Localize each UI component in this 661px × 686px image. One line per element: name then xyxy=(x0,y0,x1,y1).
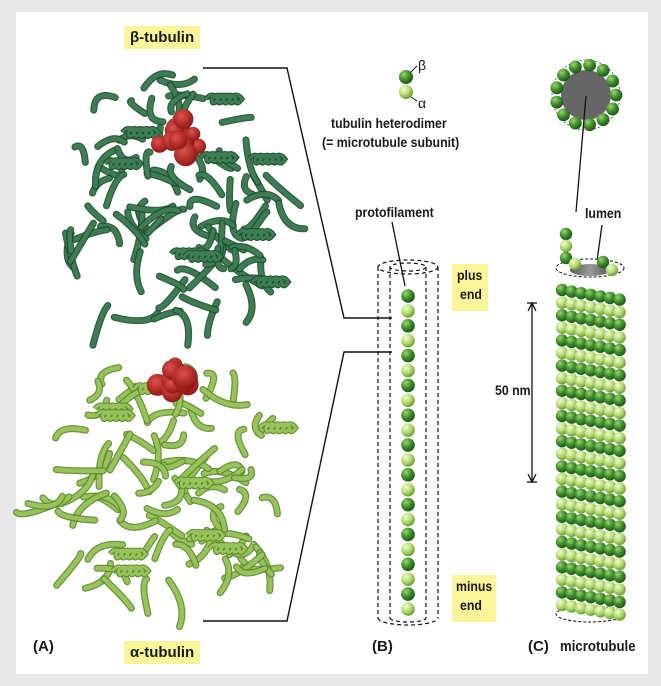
microtubule-alpha-bead xyxy=(613,457,625,469)
cross-section-bead xyxy=(550,96,563,109)
microtubule-alpha-bead xyxy=(613,482,625,494)
microtubule-alpha-bead xyxy=(613,608,625,620)
protofilament-alpha-bead xyxy=(401,334,415,348)
protofilament-alpha-bead xyxy=(401,453,415,467)
microtubule-alpha-bead xyxy=(606,264,618,276)
microtubule-alpha-bead xyxy=(560,240,572,252)
cross-section-bead xyxy=(569,61,582,74)
microtubule-beta-bead xyxy=(613,369,625,381)
protofilament-beta-bead xyxy=(401,468,415,482)
microtubule-side-view xyxy=(556,228,626,622)
panel-c-label: (C) xyxy=(528,638,549,655)
microtubule-alpha-bead xyxy=(613,508,625,520)
protofilament-alpha-bead xyxy=(401,304,415,318)
protofilament-beta-bead xyxy=(401,379,415,393)
microtubule-beta-bead xyxy=(613,293,625,305)
protofilament-alpha-bead xyxy=(401,543,415,557)
microtubule-beta-bead xyxy=(613,344,625,356)
microtubule-alpha-bead xyxy=(613,558,625,570)
protofilament-beta-bead xyxy=(401,289,415,303)
microtubule-beta-bead xyxy=(613,445,625,457)
panel-a-label: (A) xyxy=(33,638,54,655)
heterodimer-legend xyxy=(399,66,417,101)
protofilament-alpha-bead xyxy=(401,394,415,408)
microtubule-alpha-bead xyxy=(613,533,625,545)
cross-section-bead xyxy=(606,75,619,88)
cross-section-bead xyxy=(557,69,570,82)
protofilament-alpha-bead xyxy=(401,602,415,616)
scale-bar-label: 50 nm xyxy=(495,382,531,398)
beta-tubulin-label: β-tubulin xyxy=(124,26,200,49)
connector-lines xyxy=(203,68,392,621)
alpha-tubulin-label: α-tubulin xyxy=(124,641,200,664)
heterodimer-title: tubulin heterodimer xyxy=(331,115,447,131)
protofilament-beta-bead xyxy=(401,498,415,512)
protofilament-beta-bead xyxy=(401,408,415,422)
lumen-label: lumen xyxy=(585,205,621,221)
panel-b-label: (B) xyxy=(372,638,393,655)
microtubule-beta-bead xyxy=(613,319,625,331)
microtubule-beta-bead xyxy=(613,596,625,608)
microtubule-beta-bead xyxy=(613,571,625,583)
microtubule-alpha-bead xyxy=(613,356,625,368)
cross-section-bead xyxy=(597,64,610,77)
microtubule-beta-bead xyxy=(613,520,625,532)
microtubule-alpha-bead xyxy=(613,382,625,394)
heterodimer-subtitle: (= microtubule subunit) xyxy=(322,134,459,150)
protofilament-beta-bead xyxy=(401,528,415,542)
cross-section-bead xyxy=(597,113,610,126)
alpha-symbol: α xyxy=(418,95,426,111)
cross-section-bead xyxy=(610,89,623,102)
microtubule-cross-section xyxy=(550,59,622,131)
microtubule-alpha-bead xyxy=(569,258,581,270)
protofilament-alpha-bead xyxy=(401,423,415,437)
protofilament-beta-bead xyxy=(401,319,415,333)
microtubule-alpha-bead xyxy=(613,407,625,419)
protofilament-alpha-bead xyxy=(401,364,415,378)
cross-section-bead xyxy=(550,81,563,94)
beta-subunit-legend-bead xyxy=(399,70,413,84)
microtubule-beta-bead xyxy=(613,495,625,507)
alpha-subunit-legend-bead xyxy=(399,85,413,99)
cross-section-bead xyxy=(557,108,570,121)
microtubule-beta-bead xyxy=(613,545,625,557)
microtubule-beta-bead xyxy=(613,470,625,482)
protofilament-alpha-bead xyxy=(401,572,415,586)
minus-end-line1: minus xyxy=(456,578,492,594)
plus-end-line2: end xyxy=(460,286,482,302)
protofilament-beta-bead xyxy=(401,557,415,571)
microtubule-label: microtubule xyxy=(560,638,636,655)
protofilament-beads xyxy=(401,289,415,616)
microtubule-beta-bead xyxy=(613,419,625,431)
cross-section-bead xyxy=(583,118,596,131)
protofilament-alpha-bead xyxy=(401,513,415,527)
plus-end-line1: plus xyxy=(457,267,482,283)
beta-symbol: β xyxy=(418,57,426,73)
microtubule-alpha-bead xyxy=(613,306,625,318)
microtubule-alpha-bead xyxy=(613,583,625,595)
protofilament-alpha-bead xyxy=(401,483,415,497)
cross-section-bead xyxy=(606,103,619,116)
cross-section-bead xyxy=(583,59,596,72)
minus-end-line2: end xyxy=(460,597,482,613)
protofilament-beta-bead xyxy=(401,349,415,363)
microtubule-alpha-bead xyxy=(613,331,625,343)
microtubule-beta-bead xyxy=(613,394,625,406)
protofilament-pointer xyxy=(392,222,405,286)
microtubule-beta-bead xyxy=(560,228,572,240)
gtp-molecule-alpha xyxy=(147,357,199,402)
protofilament-beta-bead xyxy=(401,587,415,601)
microtubule-alpha-bead xyxy=(613,432,625,444)
protofilament-beta-bead xyxy=(401,438,415,452)
protofilament-label: protofilament xyxy=(355,204,434,220)
cross-section-bead xyxy=(569,117,582,130)
tubulin-ribbon-structure xyxy=(16,74,304,627)
